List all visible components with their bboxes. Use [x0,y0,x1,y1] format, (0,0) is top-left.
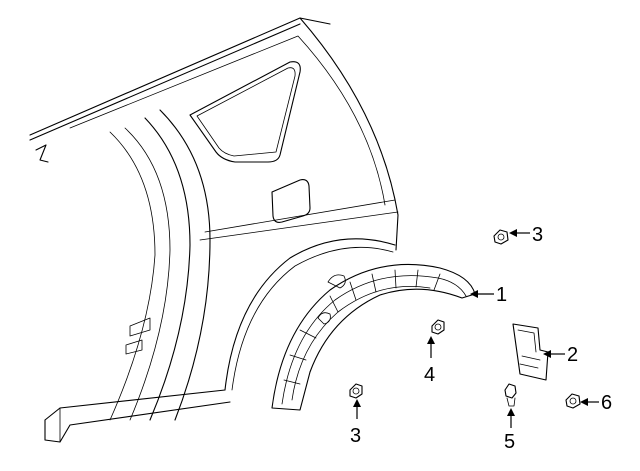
clip-3-bottom [349,383,363,399]
callout-6: 6 [601,392,612,414]
leader-arrows [353,229,599,428]
clip-4 [431,319,445,335]
callout-1: 1 [496,284,507,306]
callout-4: 4 [424,364,435,386]
callout-3-top: 3 [532,224,543,246]
callout-2: 2 [567,344,578,366]
wheelhouse-liner [271,263,476,411]
callout-5: 5 [504,431,515,453]
callout-3-bottom: 3 [350,425,361,447]
splash-shield [512,323,549,381]
clip-6 [565,393,581,409]
quarter-panel [29,17,399,443]
clip-3-top [493,229,509,245]
clip-5 [504,383,517,407]
